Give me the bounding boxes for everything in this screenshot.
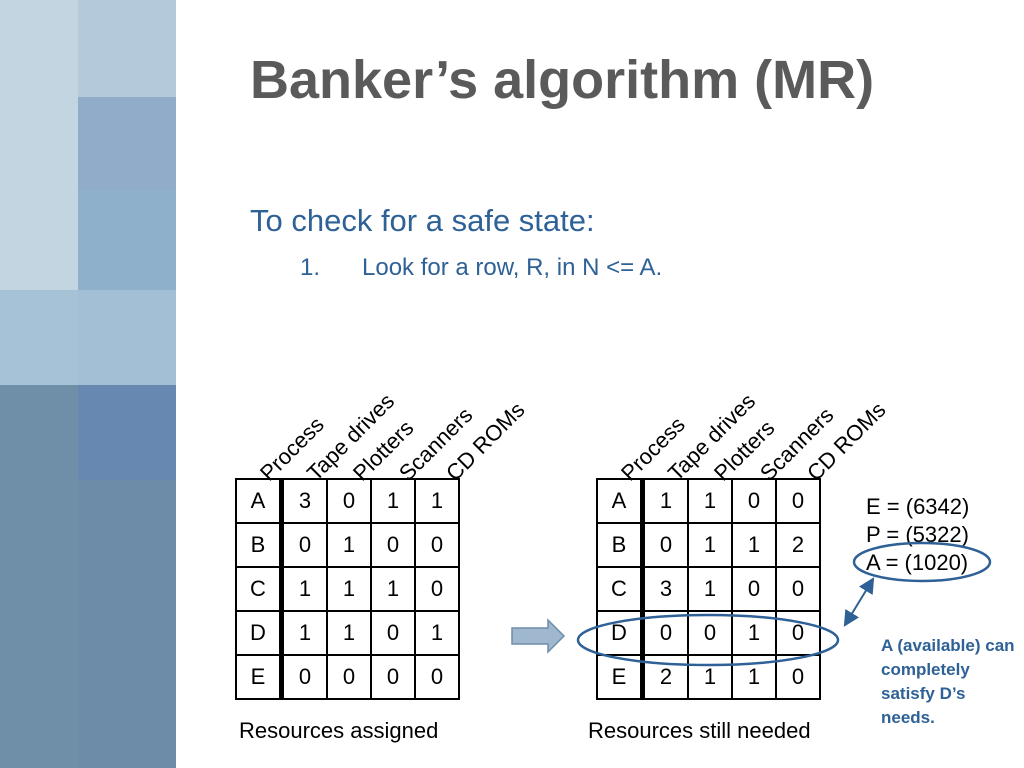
table-cell: A <box>235 478 284 524</box>
annotation-note: A (available) can completely satisfy D’s… <box>881 636 1015 727</box>
table-cell: 1 <box>280 610 328 656</box>
table-cell: 1 <box>414 610 460 656</box>
table-cell: 0 <box>280 522 328 568</box>
table-cell: 0 <box>641 610 689 656</box>
table-cell: 0 <box>775 566 821 612</box>
table-cell: 0 <box>414 566 460 612</box>
table-cell: 1 <box>326 566 372 612</box>
table-cell: 0 <box>370 654 416 700</box>
table-cell: D <box>596 610 645 656</box>
table-cell: 1 <box>687 566 733 612</box>
table-cell: D <box>235 610 284 656</box>
assigned-matrix: A 3 0 1 1 B 0 1 0 0 C 1 1 1 0 D 1 1 0 1 <box>235 478 460 700</box>
table-cell: B <box>596 522 645 568</box>
table-cell: 1 <box>370 566 416 612</box>
table-cell: 0 <box>731 478 777 524</box>
slide-subtitle: To check for a safe state: <box>250 203 595 238</box>
table-row: A 1 1 0 0 <box>596 478 821 524</box>
available-vector-ellipse <box>852 541 992 583</box>
table-cell: 0 <box>775 478 821 524</box>
needed-matrix: A 1 1 0 0 B 0 1 1 2 C 3 1 0 0 D 0 0 1 0 <box>596 478 821 700</box>
table-cell: 1 <box>687 654 733 700</box>
table-row: E 0 0 0 0 <box>235 654 460 700</box>
step-item: 1. Look for a row, R, in N <= A. <box>300 254 662 282</box>
needed-caption: Resources still needed <box>588 718 811 743</box>
table-cell: 0 <box>414 522 460 568</box>
table-cell: C <box>235 566 284 612</box>
table-cell: 1 <box>326 522 372 568</box>
table-row: C 3 1 0 0 <box>596 566 821 612</box>
table-cell: 2 <box>775 522 821 568</box>
vector-available: A = (1020) <box>866 550 969 575</box>
table-cell: 0 <box>775 610 821 656</box>
table-row: D 1 1 0 1 <box>235 610 460 656</box>
table-cell: A <box>596 478 645 524</box>
table-cell: 0 <box>731 566 777 612</box>
table-cell: 0 <box>370 522 416 568</box>
table-cell: 0 <box>641 522 689 568</box>
table-cell: 1 <box>731 522 777 568</box>
table-row: A 3 0 1 1 <box>235 478 460 524</box>
vector-existing: E = (6342) <box>866 494 970 519</box>
table-cell: 1 <box>687 522 733 568</box>
assigned-caption: Resources assigned <box>239 718 439 743</box>
table-cell: 0 <box>687 610 733 656</box>
table-cell: 3 <box>280 478 328 524</box>
table-cell: E <box>596 654 645 700</box>
table-cell: C <box>596 566 645 612</box>
row-d-highlight-ellipse <box>576 613 840 667</box>
table-cell: 0 <box>280 654 328 700</box>
double-arrow-icon <box>843 577 875 627</box>
table-row: B 0 1 0 0 <box>235 522 460 568</box>
table-cell: B <box>235 522 284 568</box>
table-cell: 3 <box>641 566 689 612</box>
table-cell: 1 <box>641 478 689 524</box>
step-number: 1. <box>300 254 321 281</box>
slide-title: Banker’s algorithm (MR) <box>250 50 875 110</box>
table-cell: 1 <box>370 478 416 524</box>
table-cell: 0 <box>326 654 372 700</box>
table-row-highlighted: D 0 0 1 0 <box>596 610 821 656</box>
table-cell: 0 <box>370 610 416 656</box>
table-cell: 0 <box>326 478 372 524</box>
table-cell: 1 <box>326 610 372 656</box>
decorative-mosaic <box>0 0 176 768</box>
table-row: C 1 1 1 0 <box>235 566 460 612</box>
step-text: Look for a row, R, in N <= A. <box>362 254 663 281</box>
table-cell: 0 <box>414 654 460 700</box>
table-cell: 1 <box>414 478 460 524</box>
table-row: B 0 1 1 2 <box>596 522 821 568</box>
table-cell: 1 <box>687 478 733 524</box>
table-cell: E <box>235 654 284 700</box>
right-arrow-icon <box>511 618 566 654</box>
table-cell: 1 <box>280 566 328 612</box>
